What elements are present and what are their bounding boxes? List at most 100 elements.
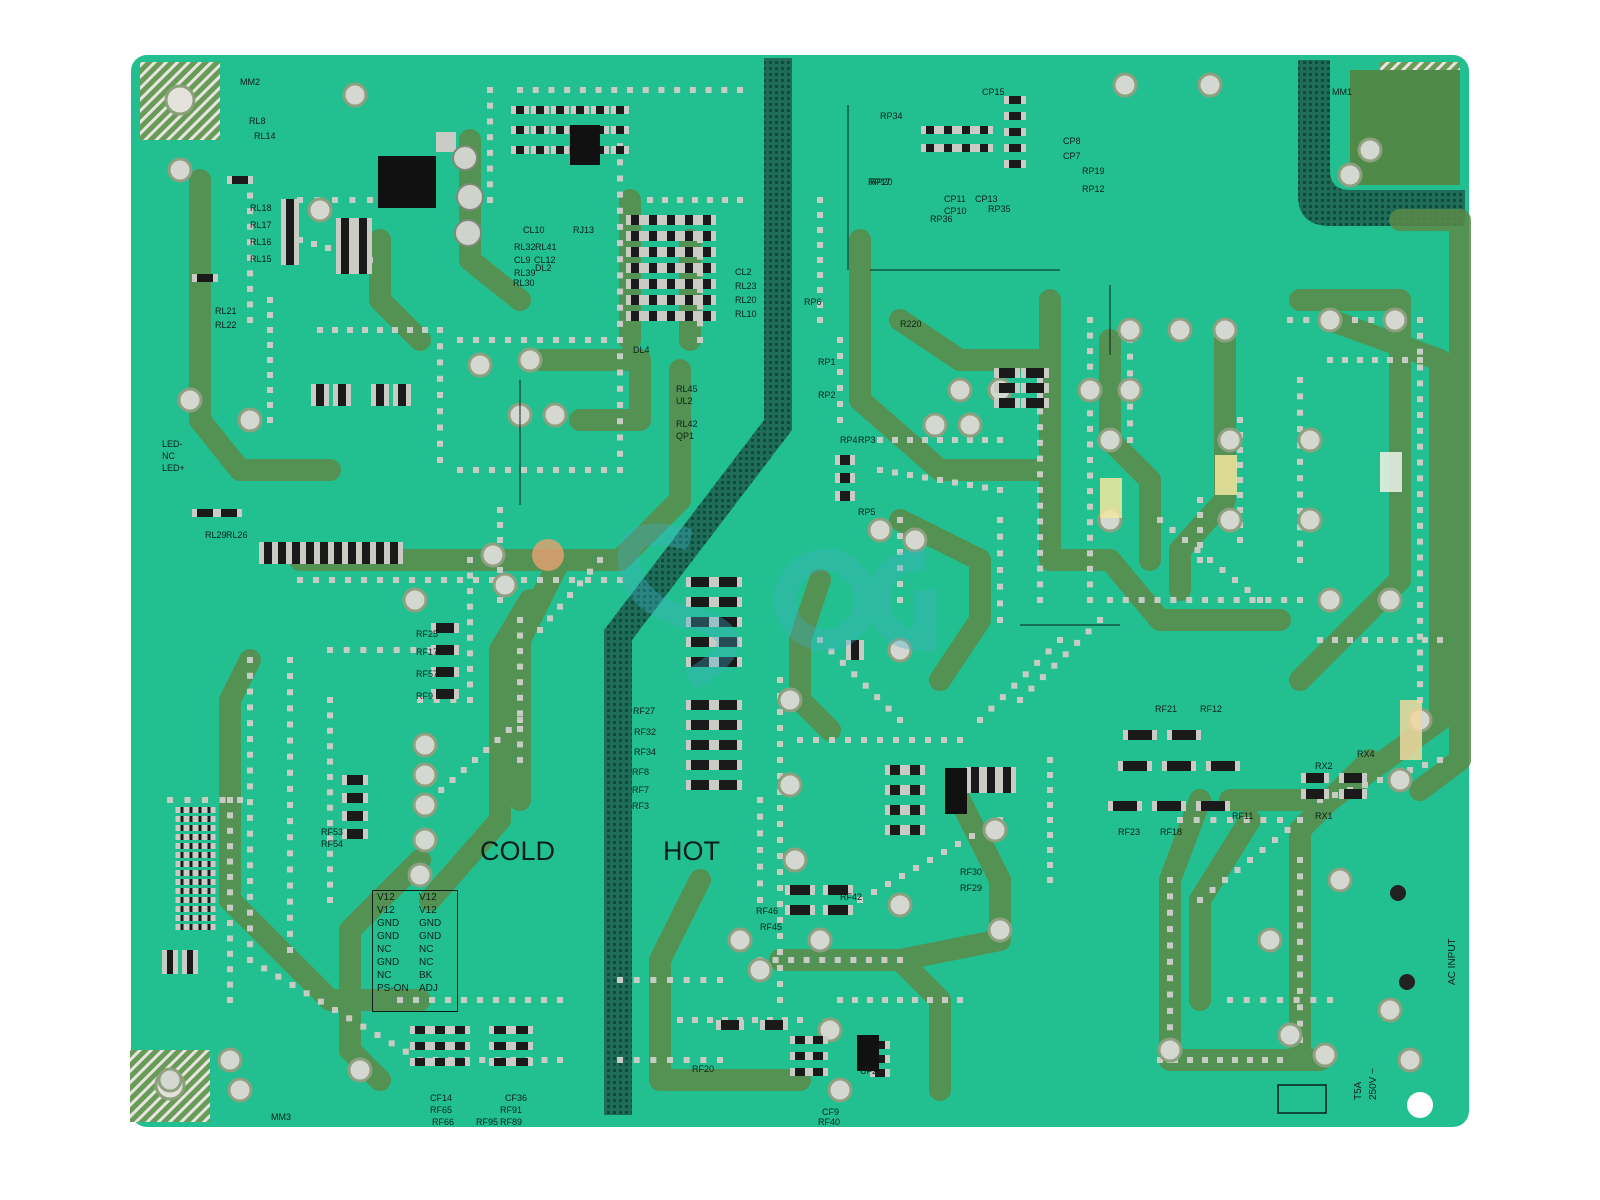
- solder-pad: [837, 417, 843, 423]
- solder-pad: [219, 797, 226, 803]
- smd-resistor: [905, 765, 925, 775]
- y-cap: [1100, 478, 1122, 518]
- solder-pad: [817, 197, 823, 203]
- smd-resistor: [202, 834, 216, 840]
- solder-pad: [579, 87, 586, 93]
- solder-pad: [1387, 357, 1393, 363]
- solder-pad: [1327, 357, 1333, 363]
- solder-pad: [813, 737, 819, 743]
- solder-joint: [747, 957, 773, 983]
- solder-pad: [1417, 475, 1423, 482]
- solder-pad: [1057, 637, 1063, 643]
- solder-pad: [532, 87, 539, 93]
- solder-pad: [1437, 757, 1443, 763]
- smd-resistor: [202, 915, 216, 921]
- smd-resistor: [202, 888, 216, 894]
- solder-joint: [1397, 1047, 1423, 1073]
- smd-resistor: [939, 126, 957, 134]
- solder-pad: [617, 304, 623, 311]
- solder-pad: [487, 102, 493, 109]
- solder-pad: [757, 813, 763, 820]
- solder-pad: [1417, 396, 1423, 403]
- ref-label: RF27: [633, 706, 656, 716]
- solder-pad: [1293, 997, 1300, 1003]
- smd-resistor: [431, 689, 459, 699]
- smd-resistor: [531, 146, 549, 154]
- solder-pad: [367, 197, 373, 203]
- smd-resistor: [1004, 160, 1026, 168]
- smd-resistor: [571, 106, 589, 114]
- ref-label: RL14: [254, 131, 276, 141]
- solder-pad: [617, 418, 623, 425]
- pin-label: V12: [377, 892, 395, 903]
- solder-pad: [1047, 772, 1053, 778]
- smd-resistor: [680, 215, 698, 225]
- solder-joint: [1297, 507, 1323, 533]
- solder-pad: [1045, 648, 1052, 655]
- solder-pad: [642, 87, 649, 93]
- solder-pad: [1417, 586, 1423, 593]
- solder-pad: [1422, 762, 1428, 768]
- smd-resistor: [202, 852, 216, 858]
- smd-resistor: [354, 218, 372, 238]
- solder-pad: [595, 87, 602, 93]
- solder-pad: [837, 337, 843, 343]
- solder-pad: [517, 648, 523, 655]
- solder-joint: [402, 587, 428, 613]
- ref-label: CP10: [944, 206, 967, 216]
- bridge-pad: [532, 539, 564, 571]
- ref-label: RF95: [476, 1117, 499, 1127]
- solder-pad: [327, 758, 333, 765]
- smd-resistor: [698, 279, 716, 289]
- pad-cluster: [157, 72, 1443, 1103]
- solder-pad: [1217, 1057, 1223, 1063]
- smd-resistor: [1167, 730, 1201, 740]
- solder-pad: [1297, 857, 1303, 863]
- solder-pad: [737, 87, 743, 93]
- smd-resistor: [680, 311, 698, 321]
- solder-pad: [247, 862, 253, 869]
- smd-resistor: [450, 1058, 470, 1066]
- smd-resistor: [489, 1058, 511, 1066]
- smd-resistor: [193, 852, 207, 858]
- smd-resistor: [680, 247, 698, 257]
- solder-pad: [493, 997, 499, 1003]
- solder-pad: [777, 677, 783, 683]
- smd-resistor: [626, 311, 644, 321]
- solder-pad: [297, 237, 303, 243]
- smd-resistor: [1162, 761, 1196, 771]
- solder-pad: [1417, 491, 1423, 498]
- smd-resistor: [193, 843, 207, 849]
- solder-pad: [1157, 517, 1163, 523]
- smd-resistor: [489, 1042, 511, 1050]
- solder-pad: [617, 577, 623, 583]
- solder-pad: [585, 467, 591, 473]
- solder-pad: [517, 679, 523, 686]
- smd-resistor: [511, 1026, 533, 1034]
- blackdot: [1390, 885, 1406, 901]
- smd-resistor: [808, 1052, 828, 1060]
- isolation-barrier: [604, 58, 792, 1115]
- smd-resistor: [714, 577, 742, 587]
- ref-label: CP13: [975, 194, 998, 204]
- smd-resistor: [342, 793, 368, 803]
- solder-pad: [1227, 997, 1233, 1003]
- solder-joint: [1377, 587, 1403, 613]
- solder-pad: [237, 797, 243, 803]
- solder-pad: [437, 457, 443, 463]
- smd-resistor: [410, 1026, 430, 1034]
- solder-pad: [1402, 357, 1408, 363]
- solder-joint: [777, 687, 803, 713]
- solder-pad: [1422, 637, 1428, 643]
- solder-pad: [1362, 637, 1368, 643]
- solder-pad: [788, 957, 795, 963]
- solder-pad: [697, 270, 703, 277]
- solder-pad: [247, 317, 253, 323]
- smd-resistor: [611, 146, 629, 154]
- smd-resistor: [994, 368, 1020, 378]
- smd-resistor: [870, 1041, 890, 1049]
- smd-resistor: [193, 888, 207, 894]
- solder-pad: [1417, 332, 1423, 339]
- solder-pad: [941, 737, 947, 743]
- solder-pad: [817, 212, 823, 218]
